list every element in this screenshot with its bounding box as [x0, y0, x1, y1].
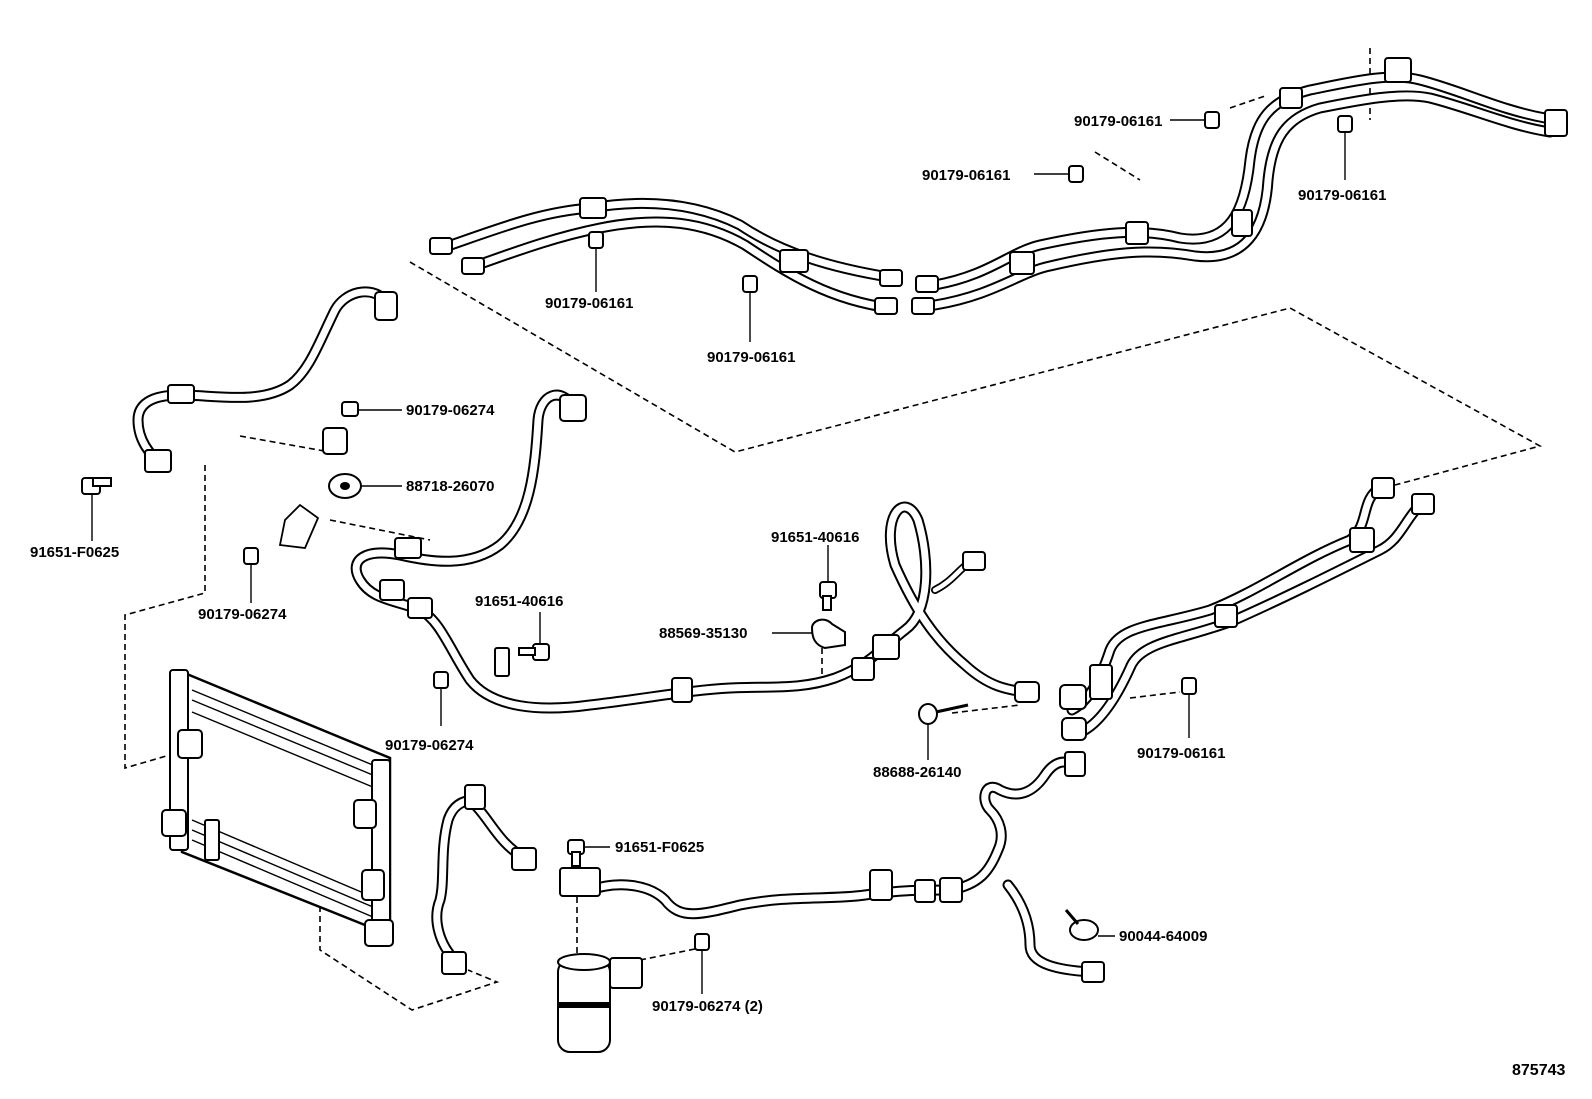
receiver-dryer: [557, 867, 643, 1053]
lower-hoses: [431, 751, 1105, 983]
right-rear-pipes: [1059, 477, 1435, 741]
assembly-outlines: [124, 48, 1543, 1011]
callout-91651-F0625-a: 91651-F0625: [30, 544, 119, 561]
callout-90044-64009: 90044-64009: [1119, 928, 1207, 945]
callout-88688-26140: 88688-26140: [873, 764, 961, 781]
leader-lines: [91, 119, 1346, 994]
callout-90179-06161-d: 90179-06161: [1074, 113, 1162, 130]
condenser: [161, 669, 394, 947]
callout-88718-26070: 88718-26070: [406, 478, 494, 495]
callout-91651-40616-b: 91651-40616: [475, 593, 563, 610]
left-hose: [132, 286, 398, 473]
callout-90179-06161-f: 90179-06161: [1137, 745, 1225, 762]
callout-labels: 90179-06161 90179-06161 90179-06161 9017…: [30, 113, 1386, 1015]
middle-lines: [350, 389, 1040, 714]
callout-90179-06274-d: 90179-06274 (2): [652, 998, 763, 1015]
callout-90179-06274-a: 90179-06274: [406, 402, 495, 419]
callout-90179-06274-b: 90179-06274: [198, 606, 287, 623]
callout-88569-35130: 88569-35130: [659, 625, 747, 642]
callout-91651-40616-a: 91651-40616: [771, 529, 859, 546]
reference-number: 875743: [1512, 1062, 1565, 1079]
callout-90179-06161-c: 90179-06161: [922, 167, 1010, 184]
callout-90179-06161-a: 90179-06161: [545, 295, 633, 312]
top-pipes: [429, 57, 1568, 315]
callout-90179-06274-c: 90179-06274: [385, 737, 474, 754]
hardware: [81, 111, 1353, 951]
callout-90179-06161-b: 90179-06161: [707, 349, 795, 366]
callout-90179-06161-e: 90179-06161: [1298, 187, 1386, 204]
callout-91651-F0625-b: 91651-F0625: [615, 839, 704, 856]
